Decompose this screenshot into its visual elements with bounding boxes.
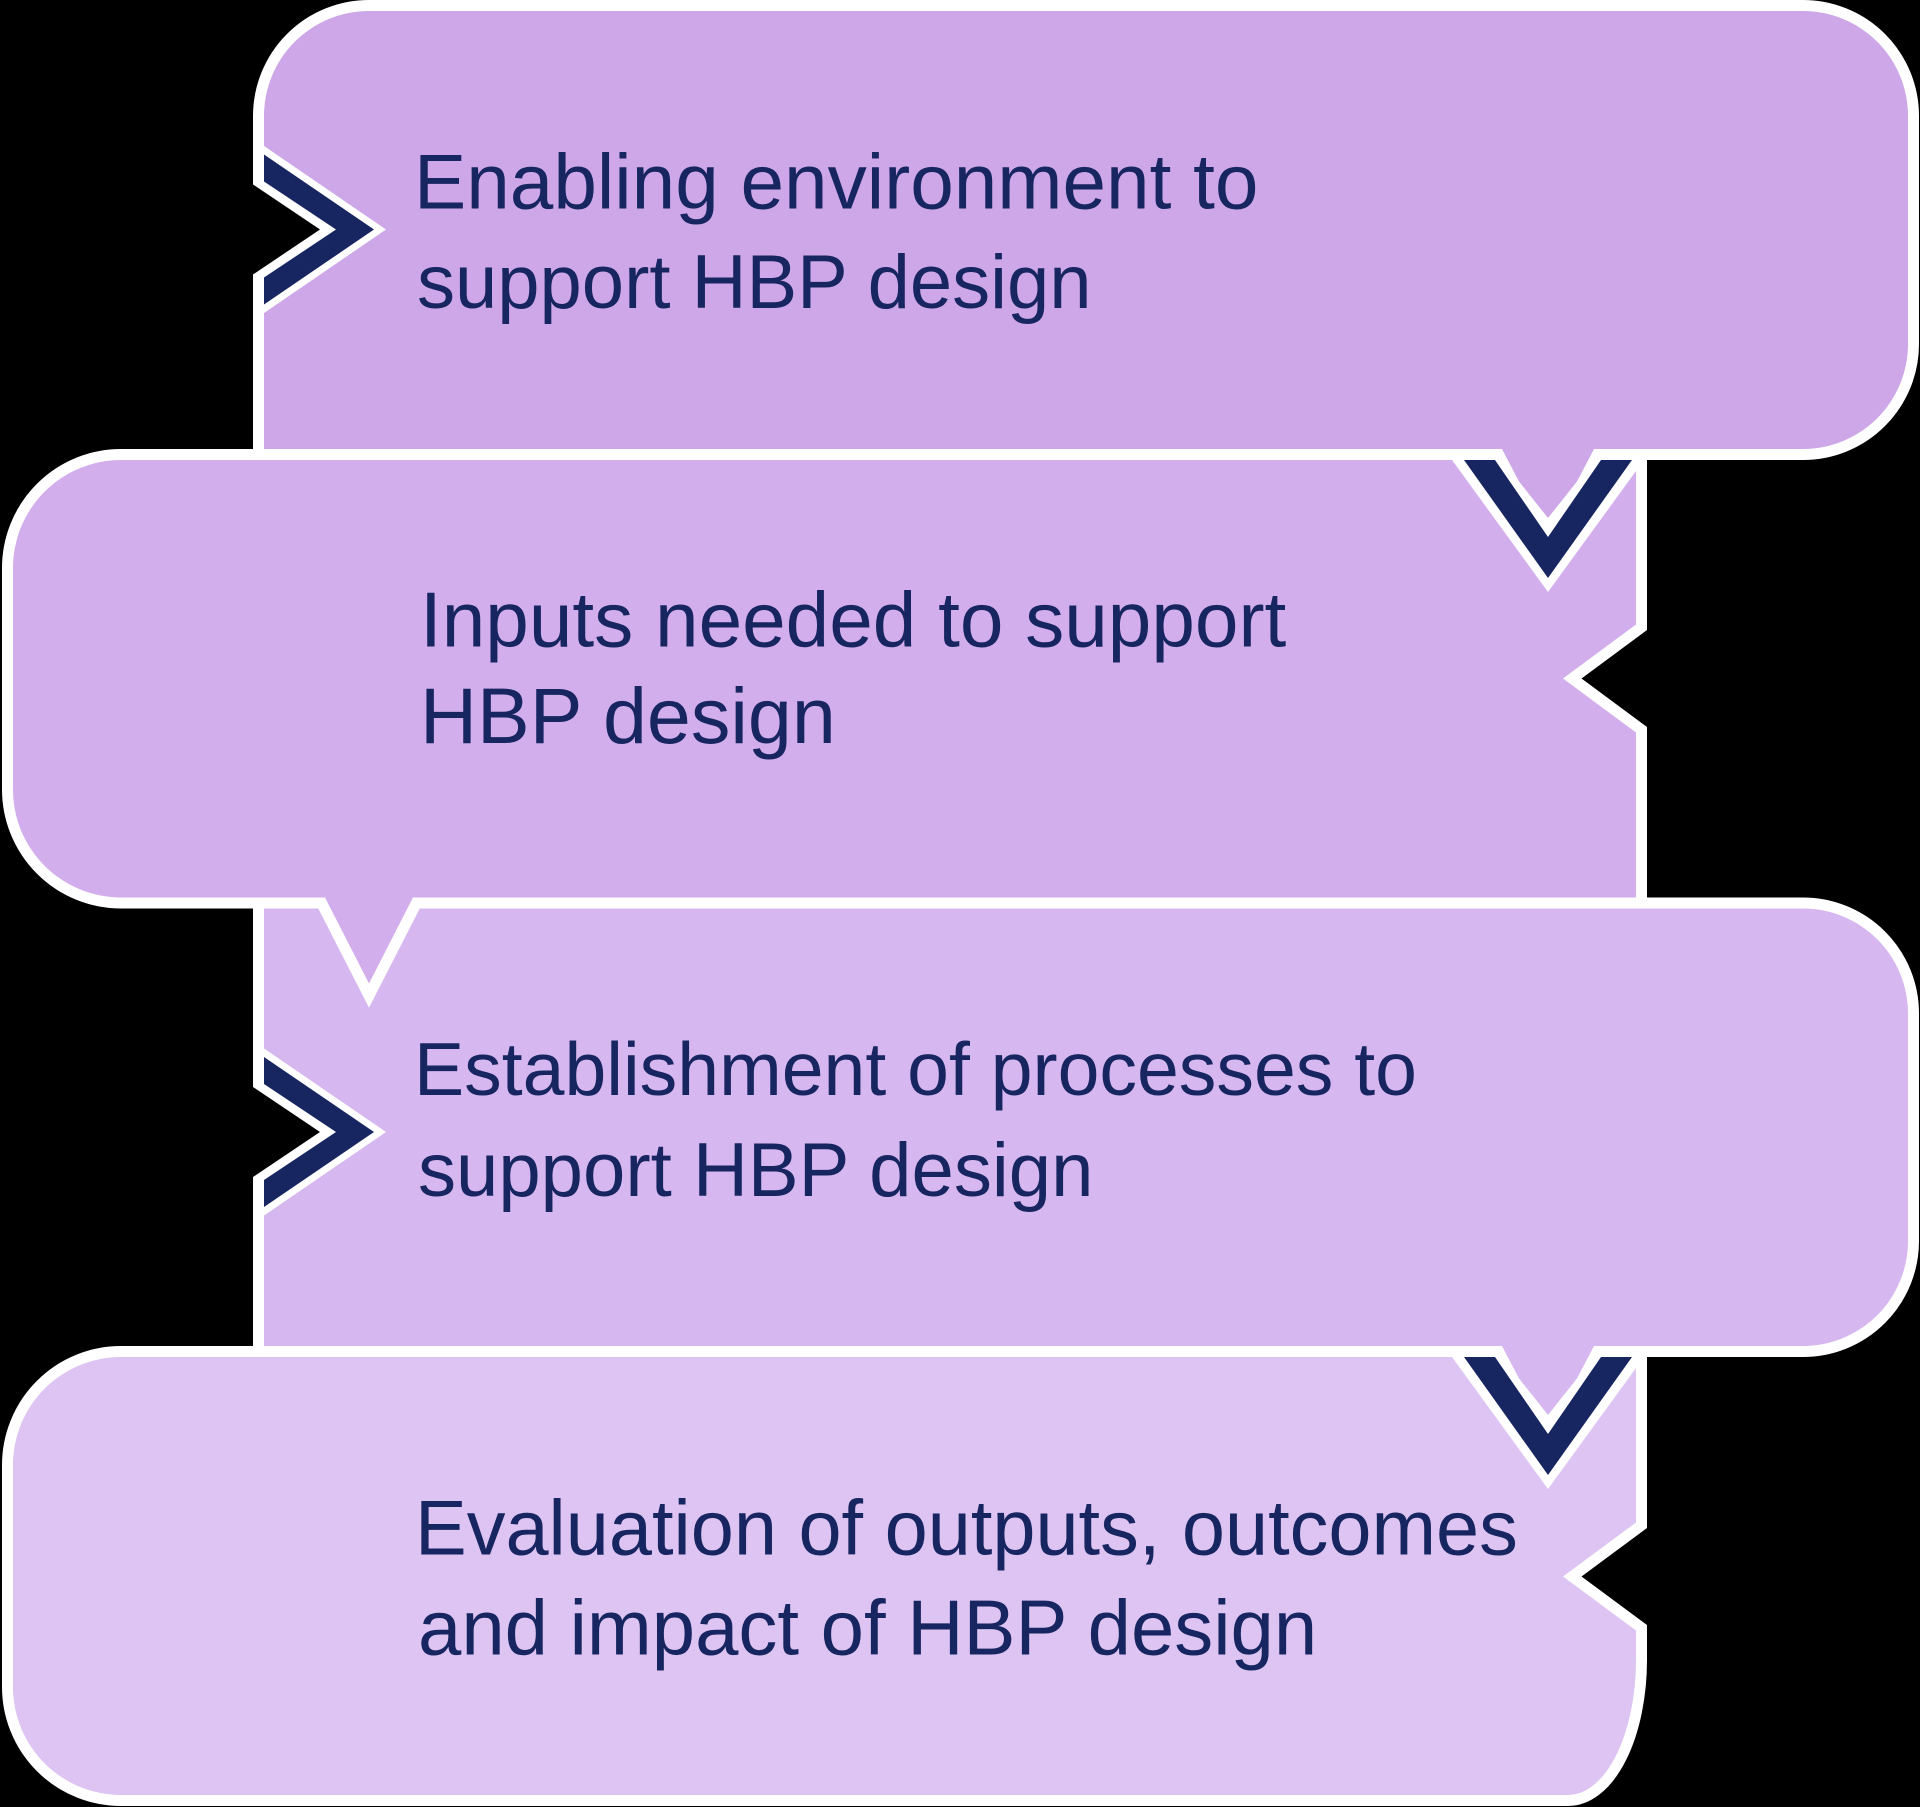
- svg-text:and impact of HBP design: and impact of HBP design: [418, 1584, 1317, 1672]
- svg-text:Establishment of processes to: Establishment of processes to: [414, 1027, 1417, 1111]
- svg-text:Enabling environment to: Enabling environment to: [414, 137, 1258, 225]
- svg-text:HBP design: HBP design: [420, 671, 836, 760]
- svg-text:support HBP design: support HBP design: [418, 1128, 1093, 1213]
- svg-text:support HBP design: support HBP design: [417, 240, 1092, 325]
- svg-text:Evaluation of outputs, outcome: Evaluation of outputs, outcomes: [415, 1486, 1518, 1572]
- svg-text:Inputs needed to support: Inputs needed to support: [420, 576, 1287, 664]
